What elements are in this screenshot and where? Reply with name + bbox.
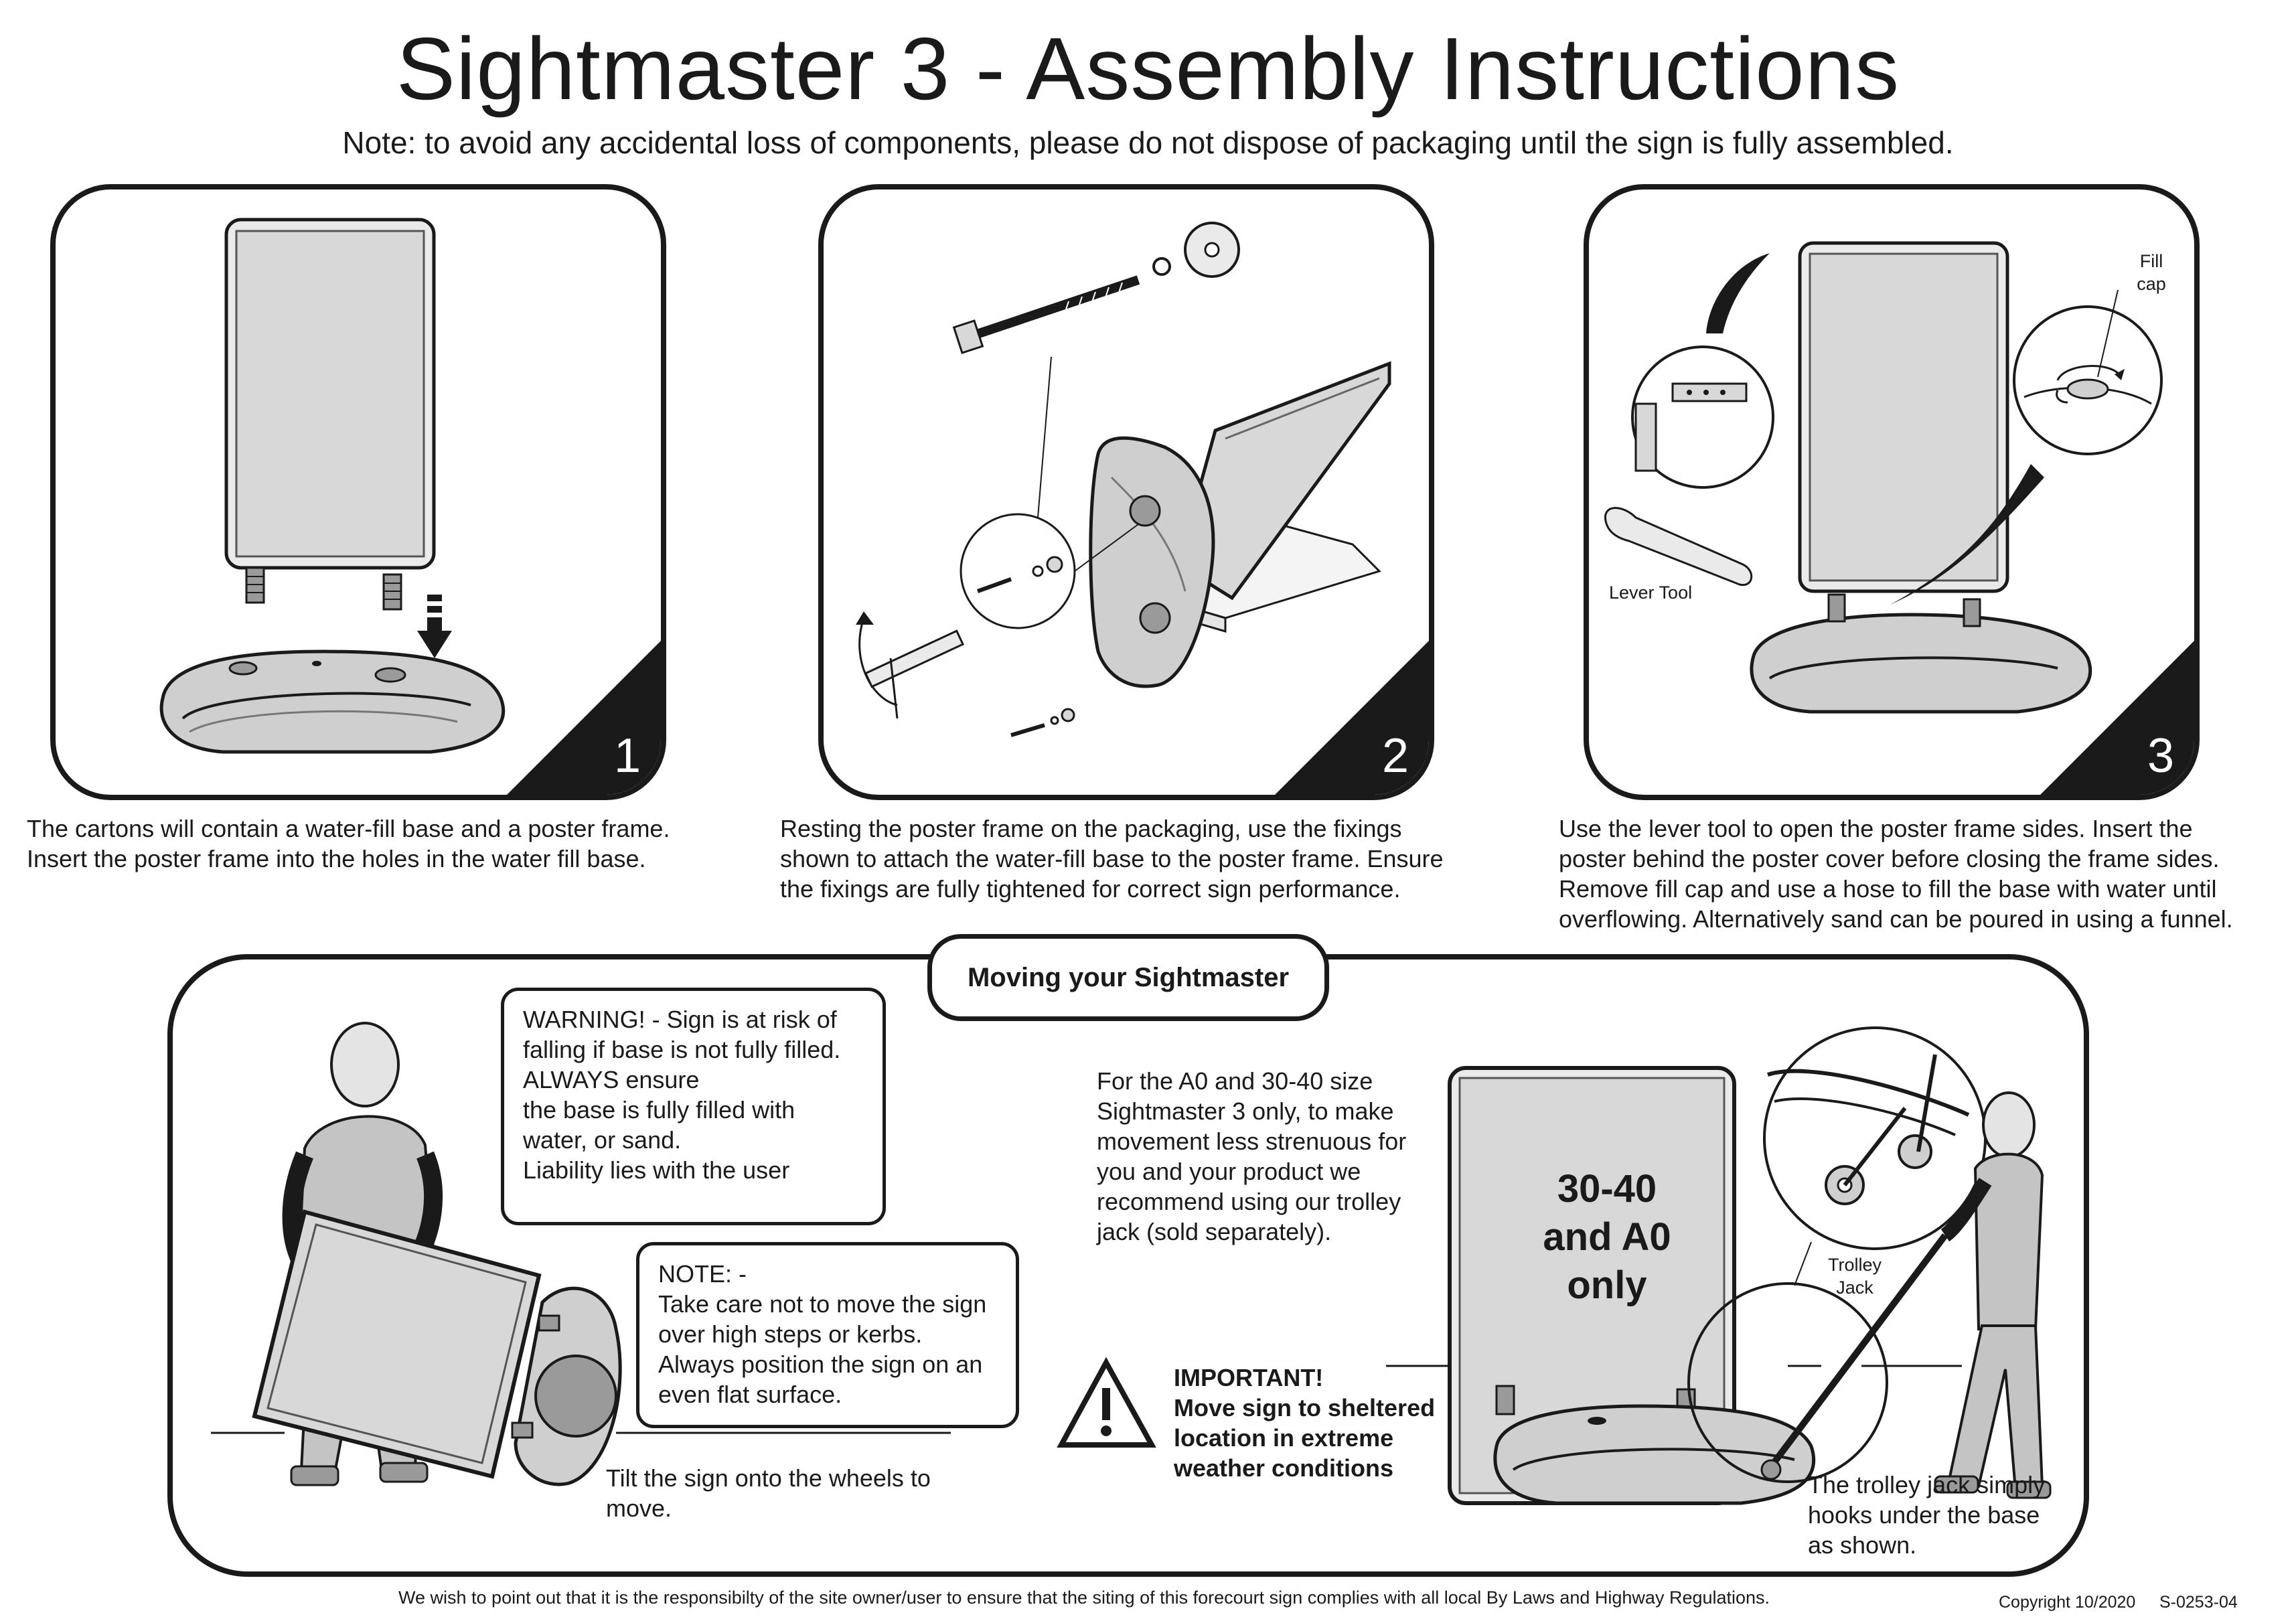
step-3-illustration	[1604, 241, 2163, 714]
trolley-info-line: For the A0 and 30-40 size	[1097, 1067, 1373, 1095]
step-2-caption-line: shown to attach the water-fill base to t…	[780, 845, 1444, 872]
step-2-caption: Resting the poster frame on the packagin…	[780, 814, 1517, 904]
warning-line: Liability lies with the user	[523, 1156, 790, 1184]
step-2-panel: 2	[818, 184, 1434, 800]
trolley-jack-icon	[1687, 1026, 1987, 1483]
step-3-panel: Fill cap Lever Tool 3	[1584, 184, 2200, 800]
page-title: Sightmaster 3 - Assembly Instructions	[396, 19, 1900, 118]
important-line: IMPORTANT!	[1174, 1364, 1324, 1391]
tilt-line: move.	[606, 1494, 672, 1522]
footer-disclaimer: We wish to point out that it is the resp…	[398, 1588, 1770, 1608]
step-1-number: 1	[613, 729, 641, 783]
trolley-info-line: Sightmaster 3 only, to make	[1097, 1097, 1394, 1125]
important-line: location in extreme	[1174, 1424, 1394, 1452]
sign-size-line: only	[1567, 1263, 1647, 1307]
warning-line: WARNING! - Sign is at risk of	[523, 1006, 837, 1033]
step-2-caption-line: Resting the poster frame on the packagin…	[780, 815, 1402, 842]
step-3-caption: Use the lever tool to open the poster fr…	[1559, 814, 2292, 934]
person-pulling-icon	[1934, 1091, 2052, 1499]
step-2-number: 2	[1381, 729, 1409, 783]
step-1-caption-line: Insert the poster frame into the holes i…	[27, 845, 646, 872]
fill-cap-label-line: cap	[2137, 274, 2166, 294]
note-line: Always position the sign on an	[658, 1351, 983, 1378]
step-3-caption-line: poster behind the poster cover before cl…	[1559, 845, 2220, 872]
tilt-instruction: Tilt the sign onto the wheels to move.	[606, 1463, 1008, 1523]
note-box: NOTE: - Take care not to move the sign o…	[636, 1242, 1019, 1428]
lever-tool-label: Lever Tool	[1609, 583, 1693, 603]
trolley-info-line: you and your product we	[1097, 1158, 1361, 1185]
note-line: NOTE: -	[658, 1260, 747, 1288]
warning-box: WARNING! - Sign is at risk of falling if…	[501, 988, 886, 1225]
step-3-caption-line: Remove fill cap and use a hose to fill t…	[1559, 875, 2217, 903]
step-1-panel: 1	[50, 184, 666, 800]
moving-illustration	[211, 1022, 2052, 1505]
trolley-info-line: recommend using our trolley	[1097, 1188, 1401, 1215]
sign-size-line: 30-40	[1557, 1167, 1657, 1211]
sign-size-line: and A0	[1543, 1215, 1671, 1259]
trolley-hooks-line: as shown.	[1808, 1531, 1917, 1559]
trolley-info-line: jack (sold separately).	[1097, 1218, 1332, 1245]
step-3-caption-line: overflowing. Alternatively sand can be p…	[1559, 905, 2233, 933]
step-1-caption-line: The cartons will contain a water-fill ba…	[27, 815, 670, 842]
packaging-note: Note: to avoid any accidental loss of co…	[342, 125, 1954, 160]
step-2-caption-line: the fixings are fully tightened for corr…	[780, 875, 1401, 903]
tilt-line: Tilt the sign onto the wheels to	[606, 1464, 931, 1492]
trolley-jack-label: Trolley Jack	[1808, 1253, 1902, 1299]
fill-cap-label-line: Fill	[2139, 251, 2163, 271]
warning-line: ALWAYS ensure	[523, 1066, 700, 1093]
step-1-illustration	[159, 218, 506, 754]
step-2-illustration	[856, 222, 1391, 737]
step-1-caption: The cartons will contain a water-fill ba…	[27, 814, 730, 874]
trolley-jack-label-line: Trolley	[1827, 1255, 1882, 1275]
footer-copyright: Copyright 10/2020	[1999, 1593, 2136, 1612]
upright-sign-icon	[1448, 1066, 1816, 1505]
fill-cap-label: Fill cap	[2111, 250, 2192, 295]
important-notice: IMPORTANT! Move sign to sheltered locati…	[1174, 1363, 1509, 1483]
warning-triangle-icon	[1057, 1357, 1156, 1448]
trolley-info: For the A0 and 30-40 size Sightmaster 3 …	[1097, 1066, 1499, 1247]
trolley-info-line: movement less strenuous for	[1097, 1128, 1407, 1155]
trolley-hooks-text: The trolley jack simply hooks under the …	[1808, 1470, 2089, 1560]
tilted-sign-icon	[252, 1209, 622, 1486]
warning-line: water, or sand.	[523, 1126, 682, 1154]
note-line: Take care not to move the sign	[658, 1290, 987, 1318]
moving-heading: Moving your Sightmaster	[927, 934, 1329, 1021]
sign-size-text: 30-40 and A0 only	[1450, 1165, 1764, 1310]
step-3-number: 3	[2147, 729, 2174, 783]
important-line: weather conditions	[1174, 1454, 1394, 1482]
note-line: even flat surface.	[658, 1381, 842, 1408]
step-3-caption-line: Use the lever tool to open the poster fr…	[1559, 815, 2193, 842]
trolley-hooks-line: hooks under the base	[1808, 1501, 2040, 1529]
warning-line: the base is fully filled with	[523, 1096, 795, 1124]
warning-line: falling if base is not fully filled.	[523, 1036, 841, 1063]
trolley-jack-label-line: Jack	[1836, 1278, 1873, 1298]
footer-code: S-0253-04	[2159, 1593, 2238, 1612]
trolley-hooks-line: The trolley jack simply	[1808, 1471, 2046, 1498]
important-line: Move sign to sheltered	[1174, 1394, 1436, 1421]
note-line: over high steps or kerbs.	[658, 1320, 923, 1348]
